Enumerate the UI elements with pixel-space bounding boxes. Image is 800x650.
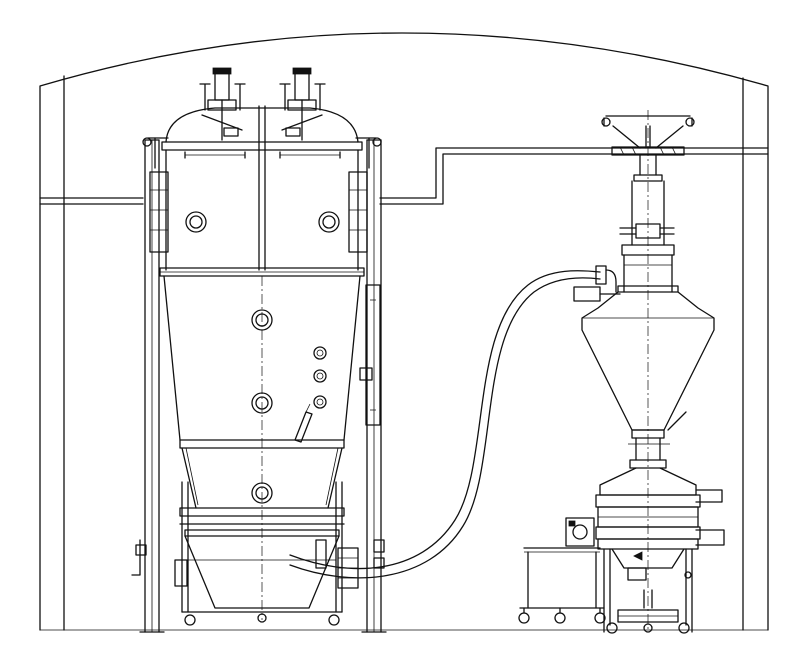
expansion-chamber — [163, 275, 381, 620]
product-bowl — [179, 439, 345, 537]
air-plenum-trolley — [174, 481, 359, 626]
vacuum-conveyor-receiver — [581, 110, 715, 630]
discharge-trolley — [518, 517, 606, 624]
vibrating-sieve — [595, 467, 725, 634]
building-enclosure — [39, 32, 769, 631]
fluid-bed-processor — [131, 67, 387, 633]
filter-chamber — [159, 149, 365, 277]
transfer-hose — [289, 265, 621, 579]
filter-housing-dome — [142, 105, 382, 271]
right-pulse-actuator — [279, 67, 341, 159]
left-pulse-actuator — [184, 67, 246, 159]
